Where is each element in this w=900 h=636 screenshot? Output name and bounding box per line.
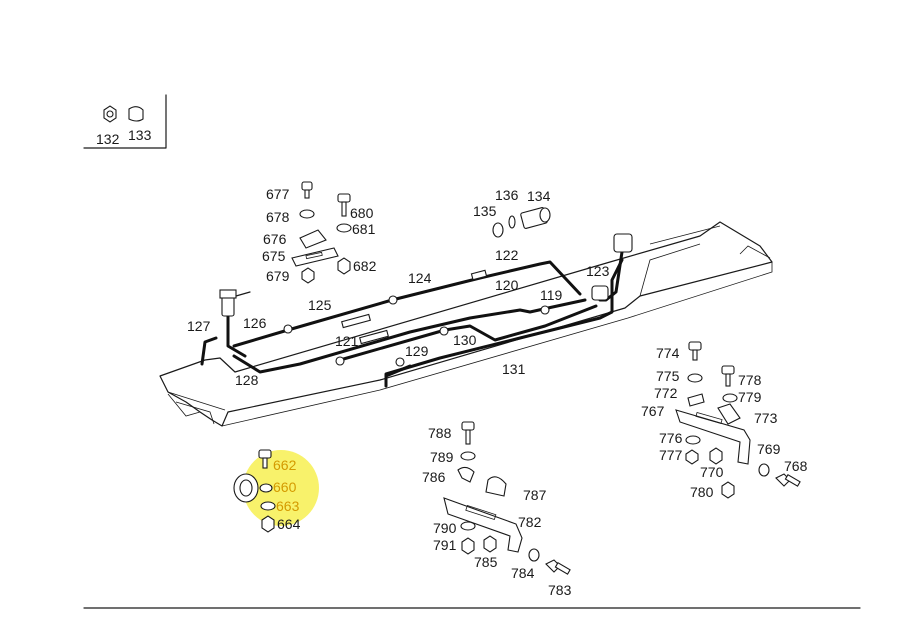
cap-icon: [128, 106, 144, 122]
callout-787: 787: [523, 487, 547, 503]
callout-135: 135: [473, 203, 497, 219]
callout-124: 124: [408, 270, 432, 286]
callout-679: 679: [266, 268, 290, 284]
callout-785: 785: [474, 554, 498, 570]
connector-fitting-group: [492, 207, 551, 238]
callout-120: 120: [495, 277, 519, 293]
callout-136: 136: [495, 187, 519, 203]
callout-134: 134: [527, 188, 551, 204]
callout-131: 131: [502, 361, 526, 377]
callout-791: 791: [433, 537, 457, 553]
mount-group: [233, 449, 276, 533]
callout-788: 788: [428, 425, 452, 441]
callout-780: 780: [690, 484, 714, 500]
callout-678: 678: [266, 209, 290, 225]
callout-682: 682: [353, 258, 377, 274]
callout-677: 677: [266, 186, 290, 202]
nut-icon: [103, 105, 117, 123]
callout-790: 790: [433, 520, 457, 536]
callout-768: 768: [784, 458, 808, 474]
callout-789: 789: [430, 449, 454, 465]
callout-680: 680: [350, 205, 374, 221]
callout-775: 775: [656, 368, 680, 384]
callout-675: 675: [262, 248, 286, 264]
callout-784: 784: [511, 565, 535, 581]
right-bracket-group: [675, 341, 801, 499]
callout-119: 119: [540, 287, 563, 303]
callout-129: 129: [405, 343, 429, 359]
callout-660: 660: [273, 479, 297, 495]
callout-772: 772: [654, 385, 678, 401]
callout-770: 770: [700, 464, 724, 480]
callout-773: 773: [754, 410, 778, 426]
lower-bracket-group: [443, 421, 571, 575]
callout-125: 125: [308, 297, 332, 313]
callout-777: 777: [659, 447, 683, 463]
callout-128: 128: [235, 372, 259, 388]
legend-box: 132 133: [83, 94, 167, 149]
callout-labels: 677 678 676 675 679 680 681 682 136 134 …: [187, 186, 808, 598]
callout-663: 663: [276, 498, 300, 514]
callout-681: 681: [352, 221, 376, 237]
pipe-fittings: [219, 233, 633, 367]
callout-776: 776: [659, 430, 683, 446]
upper-bracket-group: [291, 181, 352, 284]
callout-782: 782: [518, 514, 542, 530]
legend-label-132: 132: [96, 131, 120, 147]
callout-778: 778: [738, 372, 762, 388]
callout-127: 127: [187, 318, 211, 334]
callout-767: 767: [641, 403, 665, 419]
callout-122: 122: [495, 247, 519, 263]
chassis-frame: [159, 221, 773, 427]
callout-126: 126: [243, 315, 267, 331]
callout-664: 664: [277, 516, 301, 532]
callout-783: 783: [548, 582, 572, 598]
callout-779: 779: [738, 389, 762, 405]
callout-123: 123: [586, 263, 610, 279]
legend-label-133: 133: [128, 127, 152, 143]
callout-774: 774: [656, 345, 680, 361]
callout-786: 786: [422, 469, 446, 485]
callout-676: 676: [263, 231, 287, 247]
callout-769: 769: [757, 441, 781, 457]
callout-121: 121: [335, 333, 359, 349]
callout-662: 662: [273, 457, 297, 473]
callout-130: 130: [453, 332, 477, 348]
